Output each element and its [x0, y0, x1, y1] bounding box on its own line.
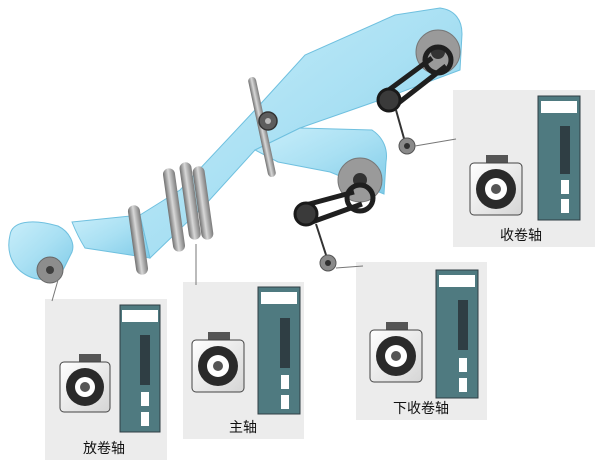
guide-rollers: [127, 77, 278, 275]
unwind-roll: [36, 256, 64, 284]
motor-connector: [208, 332, 230, 342]
belt-drive-lower: [293, 182, 376, 259]
servo-drive-icon: [537, 95, 581, 221]
guide-roller: [127, 205, 149, 275]
pulley: [376, 87, 402, 113]
motor-connector: [79, 354, 101, 364]
motor-connector: [486, 155, 508, 165]
motor-node-hub: [325, 260, 331, 266]
machine-motor-nodes: [319, 137, 416, 272]
servo-drive-icon: [435, 269, 479, 399]
panel-label-rewind: 收卷轴: [500, 228, 542, 244]
leader-line: [335, 265, 364, 269]
drive-terminal: [280, 318, 290, 368]
motor-shaft: [391, 351, 401, 361]
drive-terminal: [458, 300, 468, 350]
pulley: [293, 201, 319, 227]
leader-lines: [51, 138, 457, 302]
drive-display: [541, 101, 577, 113]
lower-rewind-devices: 下收卷轴: [369, 269, 479, 417]
main-devices: 主轴: [191, 286, 301, 436]
drive-port: [561, 199, 569, 213]
guide-roller: [179, 162, 201, 240]
drive-display: [122, 310, 158, 322]
drive-port: [141, 392, 149, 406]
drive-port: [459, 378, 467, 392]
motor-shaft: [491, 184, 501, 194]
servo-drive-icon: [257, 286, 301, 415]
drive-display: [439, 275, 475, 287]
leader-line: [414, 138, 457, 147]
film-web: [8, 7, 463, 280]
motor-connector: [386, 322, 408, 332]
drive-port: [459, 358, 467, 372]
guide-roller: [192, 166, 214, 240]
drive-terminal: [140, 335, 150, 385]
motor-shaft: [213, 361, 223, 371]
panel-label-lower-rewind: 下收卷轴: [393, 401, 449, 417]
drive-terminal: [560, 126, 570, 174]
drive-port: [561, 180, 569, 194]
panel-label-unwind: 放卷轴: [83, 441, 125, 457]
pulley: [344, 182, 376, 214]
belt-link: [315, 223, 328, 259]
drive-port: [281, 375, 289, 389]
roll-hub: [46, 266, 54, 274]
rewind-devices: 收卷轴: [469, 95, 581, 244]
guide-roller: [162, 168, 186, 252]
unwind-devices: 放卷轴: [59, 304, 161, 457]
drive-port: [281, 395, 289, 409]
nip-hub: [265, 118, 271, 124]
motor-node-hub: [404, 143, 410, 149]
drive-port: [141, 412, 149, 426]
drive-display: [261, 292, 297, 304]
belt-link: [395, 109, 406, 143]
pulley: [422, 44, 454, 76]
panel-label-main: 主轴: [229, 420, 257, 436]
belt-drive-upper: [376, 44, 454, 143]
leader-line: [51, 279, 59, 302]
motor-shaft: [80, 382, 90, 392]
